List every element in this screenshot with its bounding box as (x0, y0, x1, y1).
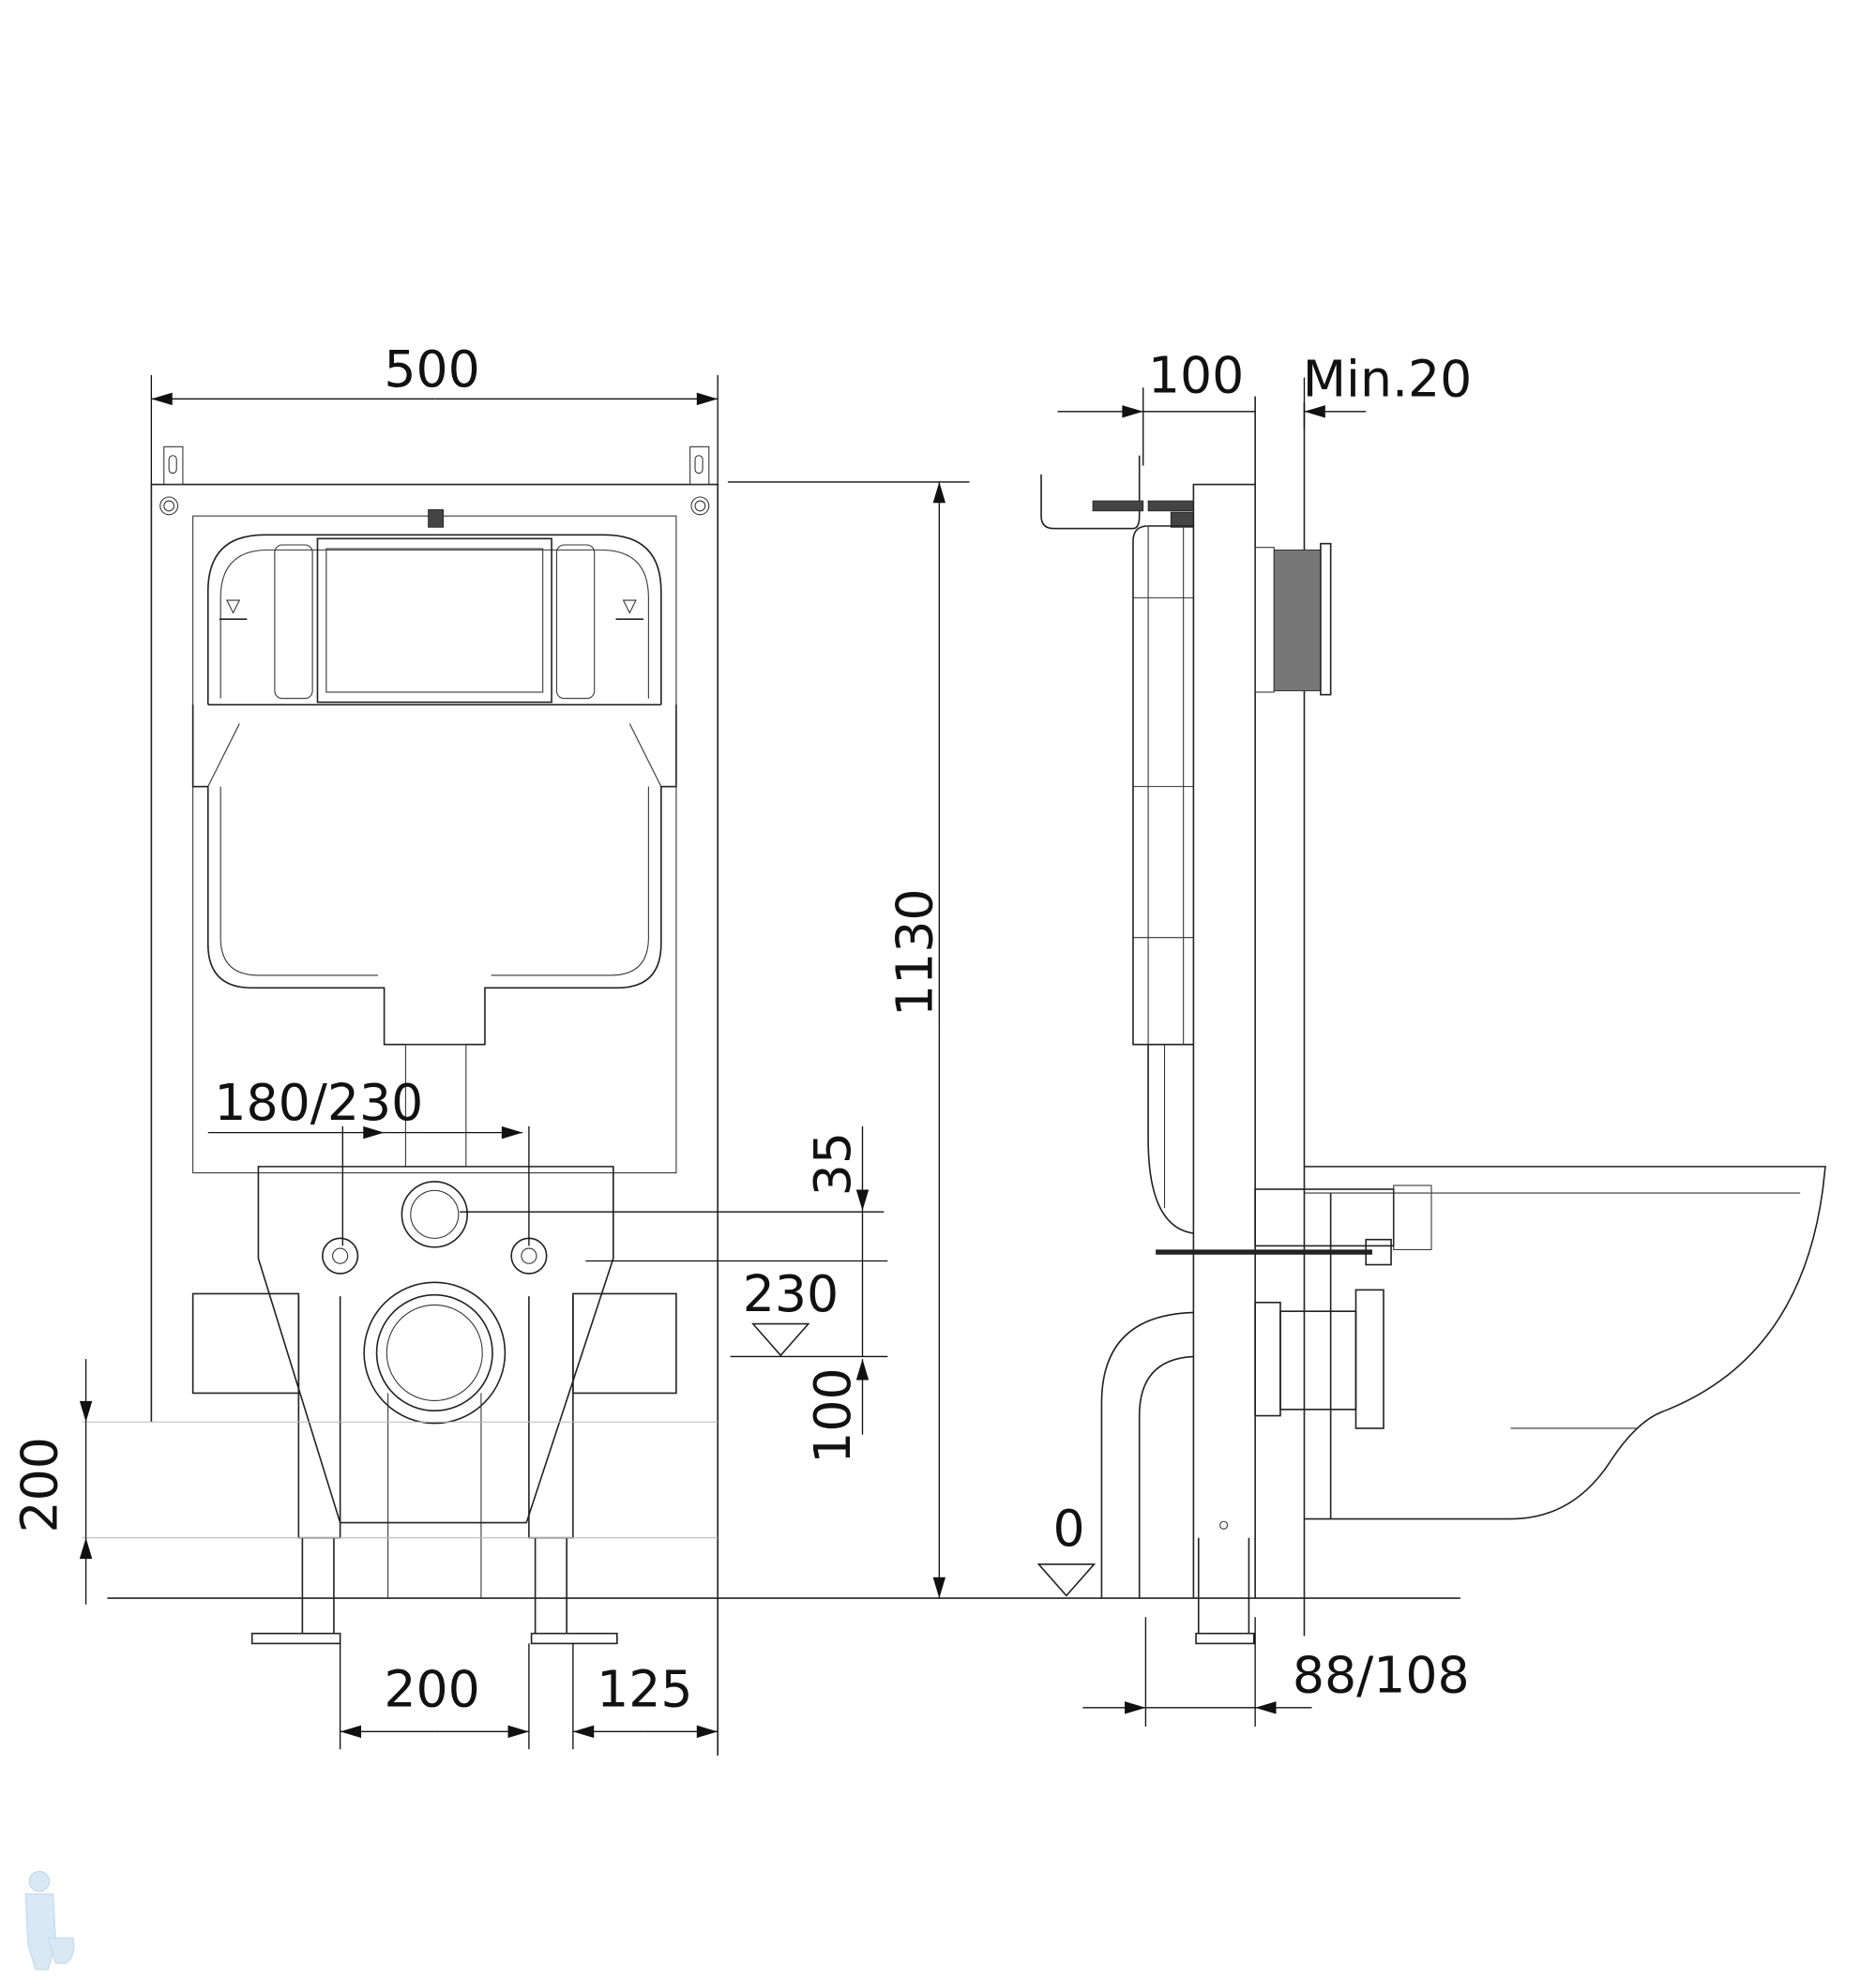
leg-adjust-label: 200 (10, 1437, 69, 1532)
cistern (191, 509, 677, 1168)
screw-icon (690, 496, 710, 516)
edge-offset-label: 125 (597, 1660, 692, 1719)
floor-level-marker: 0 (1036, 1499, 1097, 1597)
side-view: 100 Min.20 0 88/108 (1036, 346, 1826, 1727)
drain-bend (1100, 1311, 1194, 1599)
screw-icon (159, 496, 179, 516)
bracket-plate (257, 1166, 614, 1524)
outlet-height-label: 230 (743, 1264, 839, 1323)
min-label: Min.20 (1303, 350, 1473, 409)
inlet-connector (1156, 1185, 1432, 1266)
leg-depth-label: 88/108 (1293, 1646, 1470, 1705)
dimension-200-vertical: 200 (10, 1359, 93, 1605)
wall-bracket (1040, 455, 1194, 530)
height-label: 1130 (885, 888, 944, 1017)
level-triangle-icon (750, 1322, 810, 1357)
dimension-100-min20: 100 Min.20 (1057, 346, 1472, 466)
toilet-bowl (1304, 1166, 1826, 1520)
dimension-500: 500 (150, 340, 719, 485)
outlet-offset-label: 100 (803, 1367, 862, 1463)
inlet-offset-label: 35 (803, 1132, 862, 1196)
width-label: 500 (384, 340, 479, 399)
flush-plate-side (1254, 542, 1332, 696)
dimension-1130: 1130 (727, 481, 970, 1599)
leg-spacing-label: 200 (384, 1660, 479, 1719)
floor-level-label: 0 (1052, 1499, 1084, 1558)
fixing-spacing-label: 180/230 (214, 1073, 423, 1132)
dimension-88-108: 88/108 (1082, 1617, 1470, 1727)
outlet-hole-icon (363, 1281, 507, 1425)
cistern-side (1132, 525, 1194, 1234)
inlet-hole-icon (401, 1181, 468, 1248)
front-view: 500 1130 180/230 35 230 100 (10, 340, 1460, 1756)
frame-bars-legs (82, 1292, 719, 1645)
dimension-200-125: 200 125 (339, 1643, 719, 1750)
outlet-connector (1254, 1289, 1384, 1429)
level-triangle-icon (1036, 1563, 1097, 1597)
plumber-logo (24, 1870, 75, 1970)
dimension-180-230: 180/230 (207, 1073, 530, 1246)
depth-label: 100 (1148, 346, 1244, 405)
dimension-35-230-100: 35 230 100 (460, 1125, 888, 1464)
